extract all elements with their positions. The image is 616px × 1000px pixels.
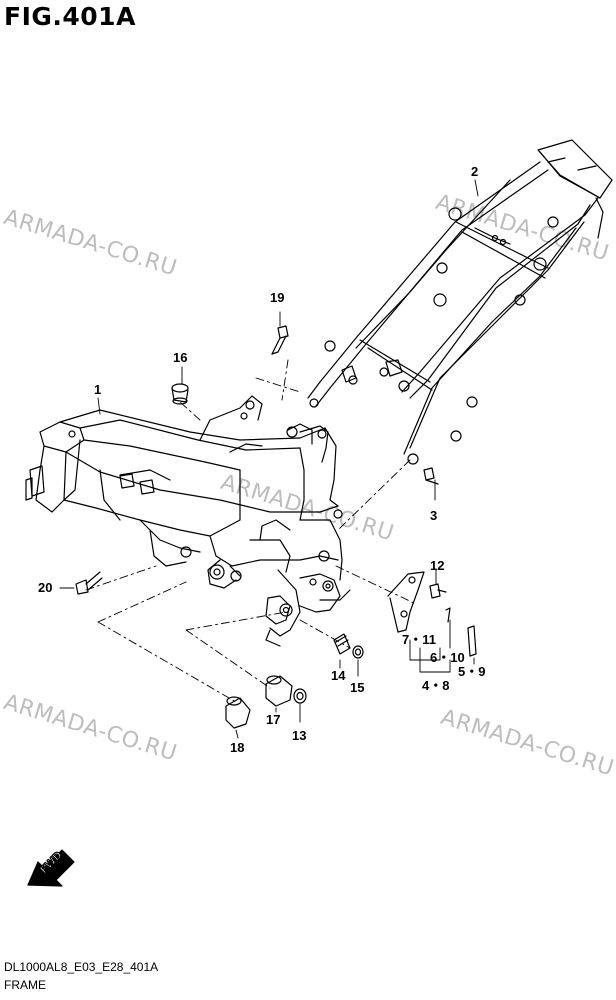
figure-caption: FRAME: [4, 978, 46, 992]
callout-6-10: 6・10: [430, 650, 465, 665]
callout-18: 18: [230, 740, 244, 755]
model-code: DL1000AL8_E03_E28_401A: [4, 960, 159, 974]
callout-4-8: 4・8: [422, 678, 449, 693]
callout-14: 14: [331, 668, 346, 683]
seat-rail-drawing: [307, 139, 613, 465]
figure-title: FIG.401A: [4, 2, 136, 31]
callout-7-11: 7・11: [402, 632, 436, 647]
callout-1: 1: [94, 382, 101, 397]
fwd-arrow-icon: FWD: [27, 849, 75, 887]
callout-15: 15: [350, 680, 364, 695]
callout-labels: 1 2 3 19 16 20 12 7・11 6・10 5・9 4・8 14 1…: [38, 164, 485, 755]
callout-20: 20: [38, 580, 52, 595]
callout-13: 13: [292, 728, 306, 743]
callout-5-9: 5・9: [458, 664, 485, 679]
callout-17: 17: [266, 712, 280, 727]
main-frame-drawing: [25, 395, 351, 647]
callout-3: 3: [430, 508, 437, 523]
callout-19: 19: [270, 290, 284, 305]
callout-16: 16: [173, 350, 187, 365]
leader-lines: [59, 179, 479, 739]
callout-12: 12: [430, 558, 444, 573]
callout-2: 2: [471, 164, 478, 179]
fasteners-drawing: [75, 325, 477, 729]
